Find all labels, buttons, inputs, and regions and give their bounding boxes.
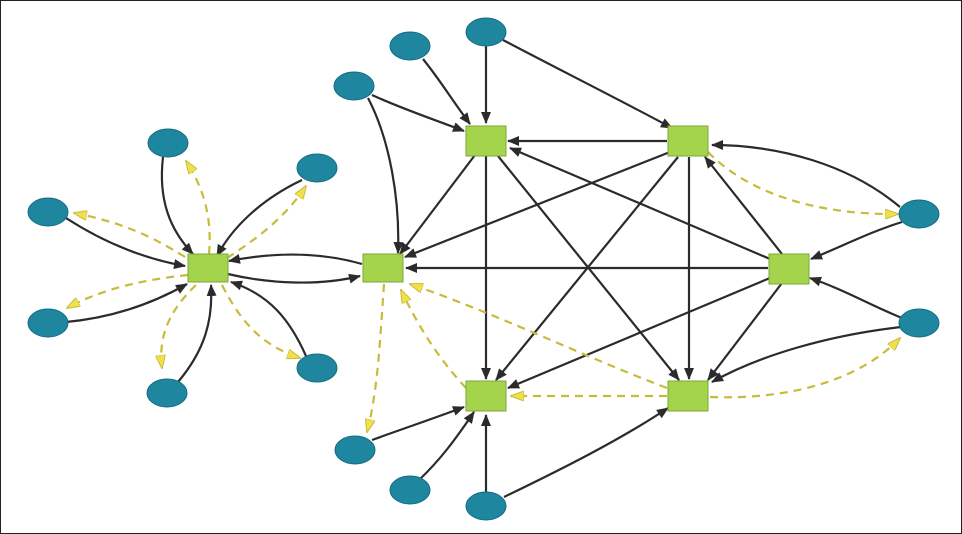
dashed-hubleft-to-ltop (186, 161, 211, 255)
edge-topc-to-center (367, 97, 404, 254)
dashed-hubtopright-to-righttop (707, 151, 898, 214)
edge-l-topright-to-hub (216, 179, 303, 257)
leaf-l-topright (296, 153, 338, 183)
edge-hubright-to-hubbottomleft (507, 276, 771, 390)
dashed-center-to-bottoma (367, 283, 386, 432)
hub-center (362, 253, 404, 283)
leaf-l-bottom (146, 378, 188, 408)
edge-rightbottom-to-hubright (809, 276, 903, 320)
hub-left (187, 253, 229, 283)
edge-righttop-to-hubright (810, 220, 903, 261)
leaf-bottom-a (334, 435, 376, 465)
dashed-hubleft-to-lbottom (161, 284, 197, 368)
hub-top-right (667, 125, 709, 157)
hub-right (768, 253, 810, 285)
hub-top (465, 125, 507, 157)
hub-bottom-left (465, 380, 507, 412)
edge-l-bottom-to-hub (177, 284, 217, 383)
leaf-l-bottomright (296, 353, 338, 383)
edge-hubleft-to-center (227, 272, 361, 284)
leaf-l-left (27, 197, 69, 227)
edge-l-left-to-hub (65, 217, 186, 269)
leaf-l-lowleft (27, 308, 69, 338)
edge-hubright-to-hubbottomright (707, 282, 783, 381)
leaf-right-bottom (898, 308, 940, 338)
leaf-bottom-b (389, 475, 431, 505)
dashed-hubleft-to-llowleft (67, 273, 189, 308)
edge-hubtop-to-center (399, 154, 476, 255)
dashed-hubbottomright-to-center (410, 282, 668, 390)
dashed-hubleft-to-lleft (74, 213, 186, 258)
edge-hubright-to-hubtopright (704, 156, 783, 255)
edge-bottomc-to-hubbottomright (503, 407, 669, 498)
dashed-edges (67, 151, 900, 432)
leaf-top-c (333, 71, 375, 101)
dashed-hubbottomleft-to-center (401, 290, 467, 389)
edge-l-top-to-hub (160, 156, 194, 255)
edge-l-lowleft-to-hub (65, 283, 188, 324)
leaf-right-top (898, 199, 940, 229)
leaf-top-a (389, 31, 431, 61)
edge-hubtopright-to-hubbottomleft (495, 156, 679, 381)
solid-edges (65, 39, 903, 498)
leaf-top-b (465, 17, 507, 47)
leaf-l-top (147, 128, 189, 158)
edge-topc-to-hubtop (371, 94, 465, 133)
edge-l-bottomright-to-hub (230, 280, 308, 357)
edge-bottomb-to-hubbottomleft (419, 411, 475, 480)
leaf-bottom-c (465, 491, 507, 521)
edge-topb-to-hubtopright (502, 39, 673, 129)
dashed-hubbottomright-to-rightbottom (709, 338, 900, 399)
edge-bottoma-to-hubbottomleft (371, 405, 465, 442)
dashed-hubleft-to-ltopright (226, 186, 306, 259)
leaf-nodes (27, 17, 940, 521)
edge-rightbottom-to-hubbottomright (711, 325, 902, 383)
edge-center-to-hubleft (228, 253, 363, 266)
edge-righttop-to-hubtopright (711, 140, 901, 208)
hub-bottom-right (667, 380, 709, 412)
hub-nodes (187, 125, 810, 412)
edge-topa-to-hubtop (422, 58, 471, 125)
